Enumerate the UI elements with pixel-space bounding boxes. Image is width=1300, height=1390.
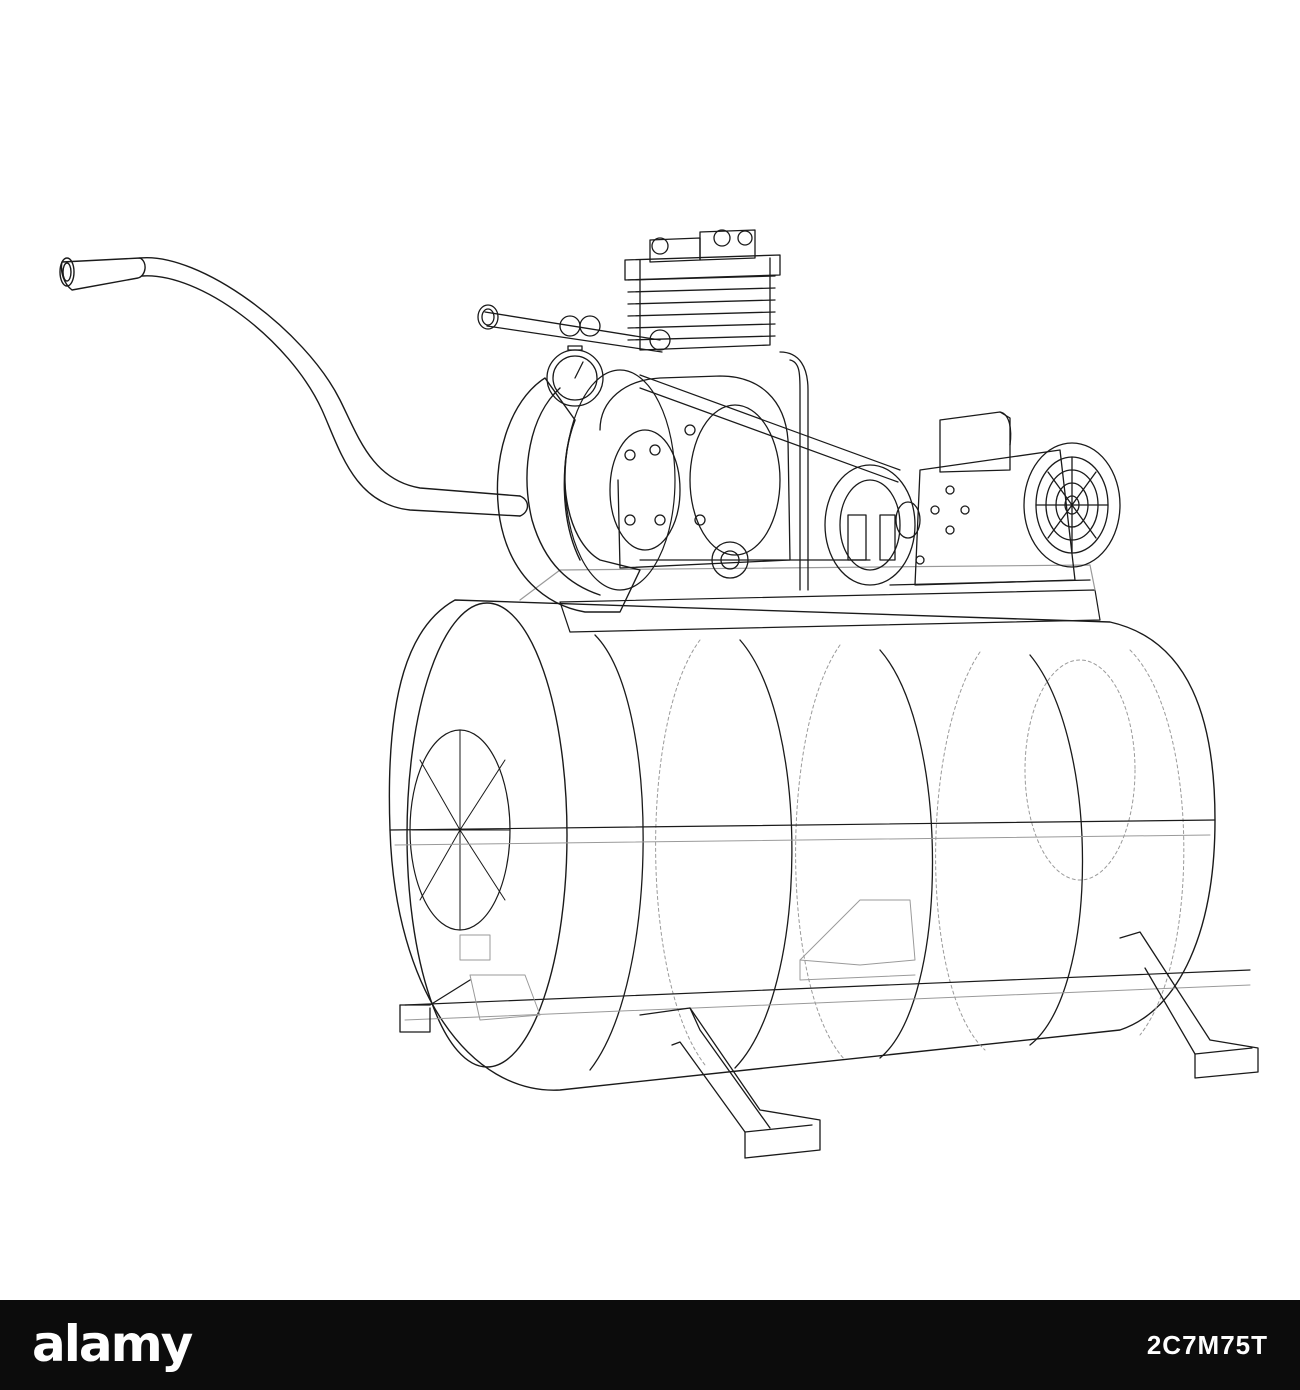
tank-body <box>388 599 1216 1091</box>
tank-feet <box>399 931 1259 1159</box>
air-compressor-wireframe-drawing <box>59 229 1259 1159</box>
compressor-head <box>599 229 791 579</box>
belt <box>639 374 901 561</box>
tank-front-cap <box>406 602 568 1068</box>
pressure-gauge <box>546 345 604 407</box>
image-id-text: 2C7M75T <box>1146 1330 1268 1360</box>
handle <box>59 257 529 517</box>
brand-logo: alamy <box>32 1315 193 1373</box>
watermark-footer: alamy 2C7M75T <box>0 1300 1300 1390</box>
air-outlet-pipe <box>477 304 809 591</box>
tank <box>388 599 1251 1091</box>
electric-motor <box>824 411 1121 586</box>
base-plate <box>519 564 1101 633</box>
belt-guard <box>496 369 676 613</box>
